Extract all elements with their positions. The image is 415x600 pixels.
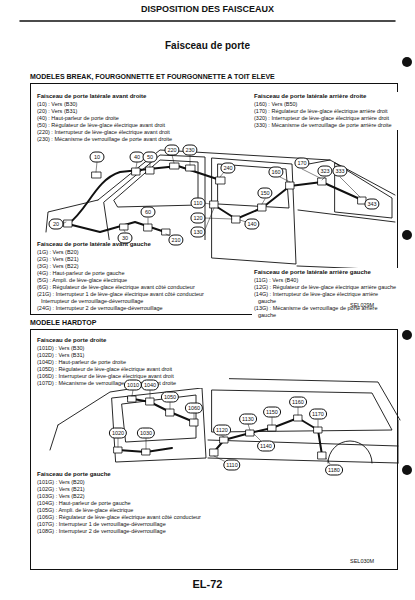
legend-heading: Faisceau de porte latérale arrière gauch…	[254, 269, 397, 277]
legend-item: (104G) : Haut-parleur de porte gauche	[37, 500, 212, 507]
callout-number: 210	[168, 235, 183, 246]
binder-hole	[402, 57, 412, 475]
callout-number: 160	[268, 167, 283, 178]
callout-number: 50	[143, 152, 158, 163]
callout-number: 1160	[289, 397, 307, 408]
legend-item: (10) : Vers (B30)	[37, 101, 222, 108]
legend-item: (103G) : Vers (B22)	[37, 493, 212, 500]
legend-item: (230) : Mécanisme de verrouillage de por…	[37, 136, 222, 143]
callout-number: 30	[118, 233, 133, 244]
callout-number: 1030	[137, 428, 155, 439]
legend-item: (106G) : Régulateur de lève-glace électr…	[37, 514, 212, 521]
connector-block	[64, 163, 366, 235]
callout-number: 1140	[257, 441, 275, 452]
legend-item: (14G) : Interrupteur de lève-glace élect…	[254, 291, 397, 305]
callout-number: 120	[190, 213, 205, 224]
leader-line	[118, 390, 330, 464]
legend-heading: Faisceau de porte gauche	[37, 471, 212, 479]
legend-item: (102D) : Vers (B31)	[37, 352, 227, 359]
legend-item: (170) : Régulateur de lève-glace électri…	[254, 108, 397, 115]
legend-item: (320) : Interrupteur de lève-glace élect…	[254, 115, 397, 122]
connector-block	[114, 396, 326, 459]
callout-number: 230	[182, 145, 197, 156]
page-title: Faisceau de porte	[0, 40, 415, 51]
legend-block: Faisceau de porte latérale arrière droit…	[252, 92, 399, 130]
legend-item: (108G) : Interrupteur 2 de verrouillage-…	[37, 528, 212, 535]
legend-item: (101G) : Vers (B20)	[37, 479, 212, 486]
callout-number: 343	[364, 199, 379, 210]
callout-number: 1120	[213, 425, 231, 436]
legend-item: (107G) : Interrupteur 1 de verrouillage-…	[37, 521, 212, 528]
callout-number: 1060	[185, 403, 203, 414]
callout-number: 150	[257, 188, 272, 199]
callout-number: 10	[90, 152, 105, 163]
callout-number: 240	[220, 163, 235, 174]
legend-item: (3G) : Vers (B22)	[37, 263, 205, 270]
callout-number: 170	[294, 158, 309, 169]
legend-block: Faisceau de porte latérale arrière gauch…	[252, 268, 399, 320]
callout-number: 1020	[109, 428, 127, 439]
legend-item: (24G) : Interrupteur 2 de verrouillage-d…	[37, 305, 205, 312]
callout-number: 20	[49, 219, 64, 230]
legend-block: Faisceau de porte latérale avant droite(…	[35, 92, 224, 144]
legend-item: (160) : Vers (B50)	[254, 101, 397, 108]
callout-number: 140	[244, 219, 259, 230]
running-header: DISPOSITION DES FAISCEAUX	[0, 4, 415, 14]
legend-item: (105D) : Régulateur de lève-glace électr…	[37, 366, 227, 373]
callout-number: 1010	[124, 380, 142, 391]
legend-heading: Faisceau de porte latérale avant droite	[37, 93, 222, 101]
callout-number: 220	[164, 145, 179, 156]
legend-item: (102G) : Vers (B21)	[37, 486, 212, 493]
legend-item: (2G) : Vers (B21)	[37, 256, 205, 263]
legend-item: (104D) : Haut-parleur de porte droite	[37, 359, 227, 366]
section-heading: MODELES BREAK, FOURGONNETTE ET FOURGONNE…	[30, 72, 398, 81]
callout-number: 130	[190, 227, 205, 238]
legend-item: (11G) : Vers (B40)	[254, 277, 397, 284]
callout-number: 323	[317, 166, 332, 177]
legend-item: (105G) : Ampli. de lève-glace électrique	[37, 507, 212, 514]
callout-number: 110	[191, 198, 206, 209]
legend-item: (40) : Haut-parleur de porte droite	[37, 115, 222, 122]
harness-wire	[68, 166, 362, 232]
page-number: EL-72	[0, 578, 415, 590]
figure-code: SEL030M	[350, 558, 395, 564]
legend-block: Faisceau de porte latérale avant gauche(…	[35, 240, 207, 313]
legend-item: (13G) : Mécanisme de verrouillage de por…	[254, 305, 397, 319]
legend-item: (12G) : Régulateur de lève-glace électri…	[254, 284, 397, 291]
figure-code: SEL029M	[350, 302, 395, 308]
callout-number: 1170	[309, 409, 327, 420]
legend-item: (1G) : Vers (B20)	[37, 249, 205, 256]
legend-item: (6G) : Régulateur de lève-glace électriq…	[37, 284, 205, 291]
callout-number: 60	[141, 207, 156, 218]
legend-item: (21G) : Interrupteur 1 de lève-glace éle…	[37, 291, 205, 305]
hardtop-body	[50, 378, 400, 463]
legend-item: (4G) : Haut-parleur de porte gauche	[37, 270, 205, 277]
legend-item: (101D) : Vers (B30)	[37, 345, 227, 352]
callout-number: 1040	[141, 380, 159, 391]
legend-heading: Faisceau de porte latérale arrière droit…	[254, 93, 397, 101]
legend-block: Faisceau de porte gauche(101G) : Vers (B…	[35, 470, 214, 536]
callout-number: 1130	[239, 414, 257, 425]
legend-item: (20) : Vers (B31)	[37, 108, 222, 115]
leader-line	[62, 155, 367, 236]
callout-number: 1180	[325, 465, 343, 476]
legend-item: (220) : Interrupteur de lève-glace élect…	[37, 129, 222, 136]
legend-heading: Faisceau de porte droite	[37, 337, 227, 345]
legend-item: (106D) : Interrupteur de lève-glace élec…	[37, 373, 227, 380]
legend-item: (5G) : Ampli. de lève-glace électrique	[37, 277, 205, 284]
callout-number: 1050	[161, 392, 179, 403]
callout-number: 1110	[223, 460, 240, 471]
legend-item: (50) : Régulateur de lève-glace électriq…	[37, 122, 222, 129]
callout-number: 333	[332, 166, 347, 177]
legend-item: (330) : Mécanisme de verrouillage de por…	[254, 122, 397, 129]
header-rule	[20, 20, 395, 22]
callout-number: 1150	[263, 407, 281, 418]
